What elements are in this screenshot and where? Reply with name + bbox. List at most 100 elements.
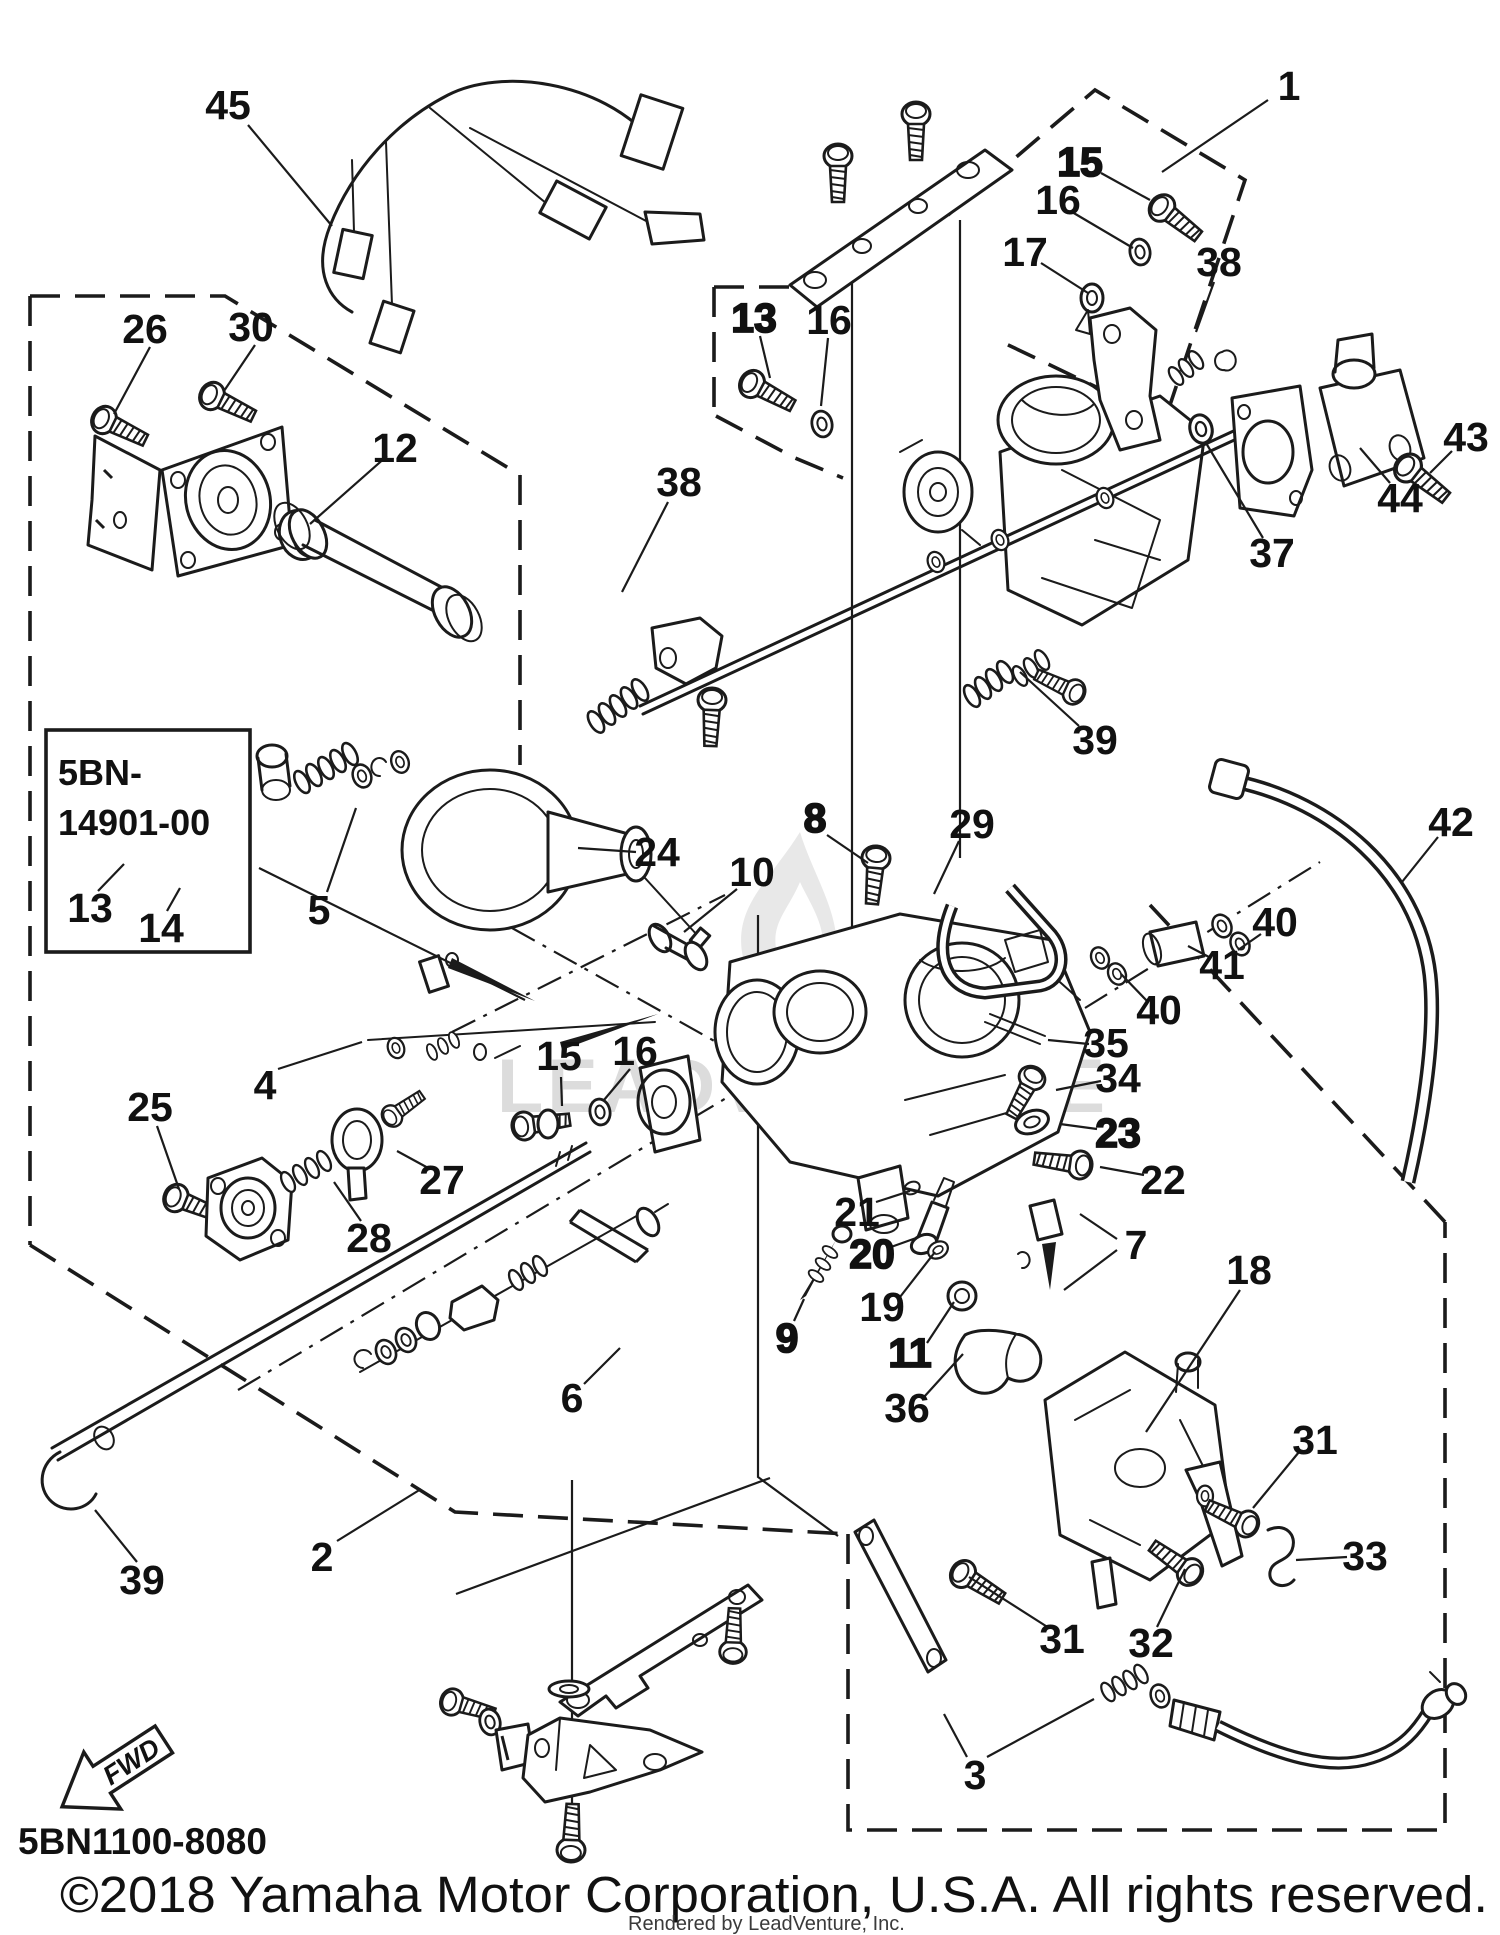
callout-leader-24 [577, 846, 637, 854]
callout-leader-40 [1237, 933, 1262, 951]
callout-leader-23 [1059, 1122, 1098, 1131]
callout-leader-20 [890, 1235, 920, 1249]
callout-44-12: 44 [1377, 475, 1423, 521]
callout-11-43: 11 [888, 1330, 931, 1376]
callout-33-49: 33 [1342, 1533, 1388, 1579]
fuel-pipe-3 [1097, 1661, 1468, 1770]
callout-leader-7 [1079, 1213, 1118, 1240]
wire-harness [321, 79, 706, 355]
upper-screw-set-15-16-17 [1075, 188, 1209, 335]
callout-13-22: 13 [67, 885, 113, 931]
callout-leader-38 [1194, 281, 1216, 333]
throttle-stop-set-6 [353, 1203, 669, 1373]
callout-26-8: 26 [122, 306, 168, 352]
callout-leader-16 [603, 1068, 631, 1101]
callout-28-36: 28 [346, 1215, 392, 1261]
callout-leader-31 [1252, 1451, 1300, 1509]
sync-pipe-29 [936, 883, 1068, 1000]
starter-lever-27 [330, 1084, 430, 1202]
fwd-arrow: FWD [59, 1723, 175, 1811]
callout-36-44: 36 [884, 1385, 930, 1431]
callout-leader-33 [1295, 1555, 1348, 1562]
callout-leader-22 [1099, 1165, 1145, 1177]
callout-42-17: 42 [1428, 799, 1474, 845]
upper-carburetor-assembly [638, 188, 1457, 716]
part-code-line2: 14901-00 [58, 802, 210, 843]
bracket-38-left [583, 616, 728, 748]
callout-leader-39 [1019, 671, 1080, 727]
rendered-by-text: Rendered by LeadVenture, Inc. [628, 1913, 905, 1935]
callout-leader-29 [933, 840, 960, 895]
part-code-box: 5BN- 14901-00 [44, 728, 252, 954]
vacuum-screw-8 [856, 843, 893, 907]
callout-leader-7 [1063, 1249, 1118, 1291]
callout-19-40: 19 [859, 1284, 905, 1330]
callout-16-30: 16 [612, 1028, 658, 1074]
callout-leader-13 [97, 863, 125, 892]
callout-leader-39 [94, 1509, 138, 1563]
callout-leader-5 [325, 807, 358, 893]
callout-8-18: 8 [804, 795, 827, 841]
callout-leader-1 [1161, 99, 1269, 173]
callout-leader-28 [333, 1181, 362, 1222]
callout-leader-16 [819, 337, 830, 407]
callout-leader-36 [923, 1353, 964, 1398]
callout-leader-17 [1040, 262, 1089, 294]
callout-1-1: 1 [1278, 63, 1301, 109]
callout-37-13: 37 [1249, 530, 1295, 576]
callout-leader-40 [1120, 973, 1148, 1002]
callout-7-39: 7 [1125, 1222, 1148, 1268]
callout-leader-2 [336, 1488, 422, 1542]
callout-leader-37 [1205, 442, 1264, 539]
callout-leader-42 [1401, 836, 1439, 883]
gasket-plate-44 [1230, 384, 1314, 518]
pilot-air-screw-set [508, 1096, 614, 1144]
jet-needle [445, 952, 535, 1001]
callout-leader-3 [986, 1698, 1095, 1758]
cover-bracket-group [853, 1460, 1296, 1674]
callout-leader-15 [559, 1076, 564, 1107]
callout-leader-38 [621, 501, 669, 593]
callout-18-42: 18 [1226, 1247, 1272, 1293]
callout-leader-45 [247, 124, 333, 227]
intake-joint-tube [273, 501, 483, 643]
callout-24-16: 24 [634, 829, 680, 875]
callout-5-21: 5 [308, 887, 331, 933]
callout-16-3: 16 [1035, 177, 1081, 223]
callout-17-4: 17 [1002, 229, 1048, 275]
callout-leader-26 [113, 346, 151, 415]
callout-39-15: 39 [1072, 717, 1118, 763]
callout-43-11: 43 [1443, 414, 1489, 460]
main-carburetor-body [636, 912, 1092, 1234]
callout-13-6: 13 [731, 295, 777, 341]
callout-31-50: 31 [1039, 1616, 1085, 1662]
callout-40-24: 40 [1252, 899, 1298, 945]
callout-leader-25 [155, 1125, 181, 1190]
callout-29-19: 29 [949, 801, 995, 847]
callout-38-5: 38 [1196, 239, 1242, 285]
starter-cover-group [158, 1084, 430, 1262]
hook-spring-33 [1266, 1526, 1296, 1588]
drain-plug-11 [946, 1280, 978, 1312]
bracket-38-top [1088, 306, 1237, 452]
callout-leader-41 [1187, 945, 1210, 958]
callout-35-27: 35 [1083, 1020, 1129, 1066]
piston-spring-set-5 [255, 739, 413, 801]
callout-10-20: 10 [729, 849, 775, 895]
callout-leader-11 [926, 1301, 955, 1344]
callout-20-38: 20 [849, 1231, 895, 1277]
callout-14-23: 14 [138, 905, 184, 951]
diagram-number: 5BN1100-8080 [18, 1821, 267, 1862]
callout-45-0: 45 [205, 82, 251, 128]
callout-leader-6 [583, 1347, 621, 1385]
jet-and-float-group [800, 1013, 1096, 1395]
callout-38-14: 38 [656, 459, 702, 505]
callout-31-48: 31 [1292, 1417, 1338, 1463]
needle-valve-7 [1017, 1198, 1064, 1290]
callout-21-37: 21 [834, 1189, 880, 1235]
callout-leader-21 [875, 1189, 911, 1204]
callout-leader-9 [792, 1298, 806, 1322]
